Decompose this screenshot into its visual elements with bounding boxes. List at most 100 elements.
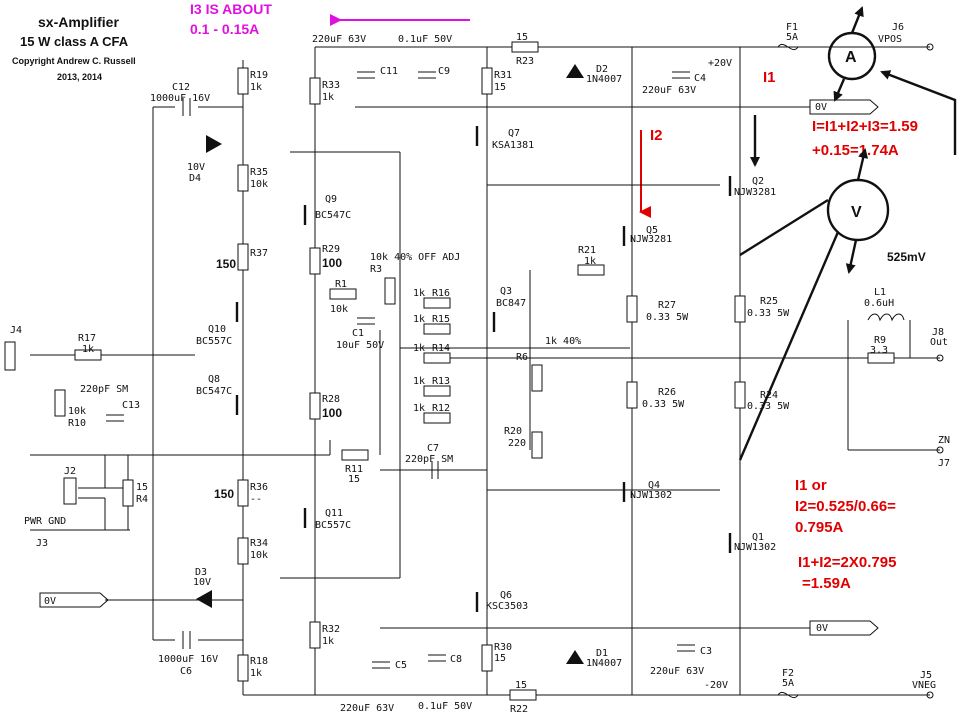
label-r15: R15	[432, 314, 450, 325]
resistor-r37	[237, 243, 249, 271]
label-r37-hand: 150	[216, 257, 236, 271]
voltmeter-down-arrow	[845, 239, 858, 274]
label-r30: R30	[494, 642, 512, 653]
title-line4: 2013, 2014	[57, 72, 102, 82]
label-r20-val: 220	[508, 438, 526, 449]
label-q2: Q2	[752, 176, 764, 187]
terminal-j6	[926, 43, 934, 51]
label-d4: D4	[189, 173, 201, 184]
label-q6-val: KSC3503	[486, 601, 528, 612]
label-d1-val: 1N4007	[586, 658, 622, 669]
resistor-r3	[384, 277, 396, 305]
label-r36-val: --	[250, 494, 262, 505]
label-d4-val: 10V	[187, 162, 205, 173]
resistor-r9	[867, 352, 895, 364]
label-j7-net: ZN	[938, 435, 950, 446]
label-c3-val: 220uF 63V	[650, 666, 704, 677]
label-r19: R19	[250, 70, 268, 81]
sum-to-ammeter-arrow	[880, 70, 957, 155]
label-q7-val: KSA1381	[492, 140, 534, 151]
label-l1-val: 0.6uH	[864, 298, 894, 309]
resistor-r1	[329, 288, 357, 300]
label-d3-val: 10V	[193, 577, 211, 588]
label-r12: R12	[432, 403, 450, 414]
label-r16: R16	[432, 288, 450, 299]
label-r3-val: 10k 40% OFF ADJ	[370, 252, 460, 263]
annotation-i2: I2	[650, 127, 663, 144]
label-r34-val: 10k	[250, 550, 268, 561]
annotations: I3 IS ABOUT 0.1 - 0.15A I1 I2 I=I1+I2+I3…	[190, 1, 926, 592]
label-r10-val: 10k	[68, 406, 86, 417]
label-r15-val: 1k	[413, 314, 425, 325]
label-r4-val: 15	[136, 482, 148, 493]
label-c4: C4	[694, 73, 706, 84]
label-fuse-f2: F2	[782, 668, 794, 679]
label-r35-val: 10k	[250, 179, 268, 190]
label-r33-val: 1k	[322, 92, 334, 103]
label-d2-val: 1N4007	[586, 74, 622, 85]
label-r11: R11	[345, 464, 363, 475]
label-q4: Q4	[648, 480, 660, 491]
resistor-r33	[309, 77, 321, 105]
capacitor-c9	[418, 71, 436, 79]
label-r30-val: 15	[494, 653, 506, 664]
label-q7: Q7	[508, 128, 520, 139]
terminal-j7	[936, 446, 944, 454]
net-flag-0v-bottom	[809, 620, 879, 636]
label-r22-val: 15	[515, 680, 527, 691]
title-line3: Copyright Andrew C. Russell	[12, 56, 136, 66]
capacitor-c6	[182, 631, 191, 649]
resistor-r36	[237, 479, 249, 507]
label-q10: Q10	[208, 324, 226, 335]
capacitor-c1	[357, 317, 375, 325]
voltmeter-label: V	[851, 204, 862, 221]
resistor-r29	[309, 247, 321, 275]
fuse-f1	[777, 43, 799, 51]
label-r11-val: 15	[348, 474, 360, 485]
resistor-r34	[237, 537, 249, 565]
capacitor-c3	[677, 644, 695, 652]
terminal-j5	[926, 691, 934, 699]
label-q9: Q9	[325, 194, 337, 205]
label-r10: R10	[68, 418, 86, 429]
label-r20: R20	[504, 426, 522, 437]
terminal-j8	[936, 354, 944, 362]
label-j8: J8	[932, 327, 944, 338]
label-c5-bottom: 220uF 63V	[340, 703, 394, 714]
label-c1: C1	[352, 328, 364, 339]
label-c3: C3	[700, 646, 712, 657]
resistor-r6	[531, 364, 543, 392]
label-c5: C5	[395, 660, 407, 671]
label-r27-val: 0.33 5W	[646, 312, 689, 323]
label-q10-val: BC557C	[196, 336, 232, 347]
label-r29-hand: 100	[322, 256, 342, 270]
label-r18-val: 1k	[250, 668, 262, 679]
label-r28: R28	[322, 394, 340, 405]
resistor-r11	[341, 449, 369, 461]
capacitor-c11	[357, 71, 375, 79]
label-r35: R35	[250, 167, 268, 178]
net-flag-0v-top	[809, 99, 879, 115]
label-c11: C11	[380, 66, 398, 77]
label-c12-val: 1000uF 16V	[150, 93, 210, 104]
resistor-r24	[734, 381, 746, 409]
capacitor-c4	[672, 71, 690, 79]
label-r24: R24	[760, 390, 778, 401]
label-fuse-f1: F1	[786, 22, 798, 33]
resistor-r16	[423, 297, 451, 309]
label-r37: R37	[250, 248, 268, 259]
ammeter-label: A	[845, 49, 857, 66]
label-r4: R4	[136, 494, 148, 505]
label-neg-rail: -20V	[704, 680, 728, 691]
label-r31: R31	[494, 70, 512, 81]
label-r12-val: 1k	[413, 403, 425, 414]
capacitor-c13	[106, 414, 124, 422]
label-c6: C6	[180, 666, 192, 677]
label-r6-val: 1k 40%	[545, 336, 581, 347]
resistor-r32	[309, 621, 321, 649]
label-r31-val: 15	[494, 82, 506, 93]
title-line1: sx-Amplifier	[38, 14, 119, 30]
label-c12: C12	[172, 82, 190, 93]
resistor-r18	[237, 654, 249, 682]
label-q8: Q8	[208, 374, 220, 385]
